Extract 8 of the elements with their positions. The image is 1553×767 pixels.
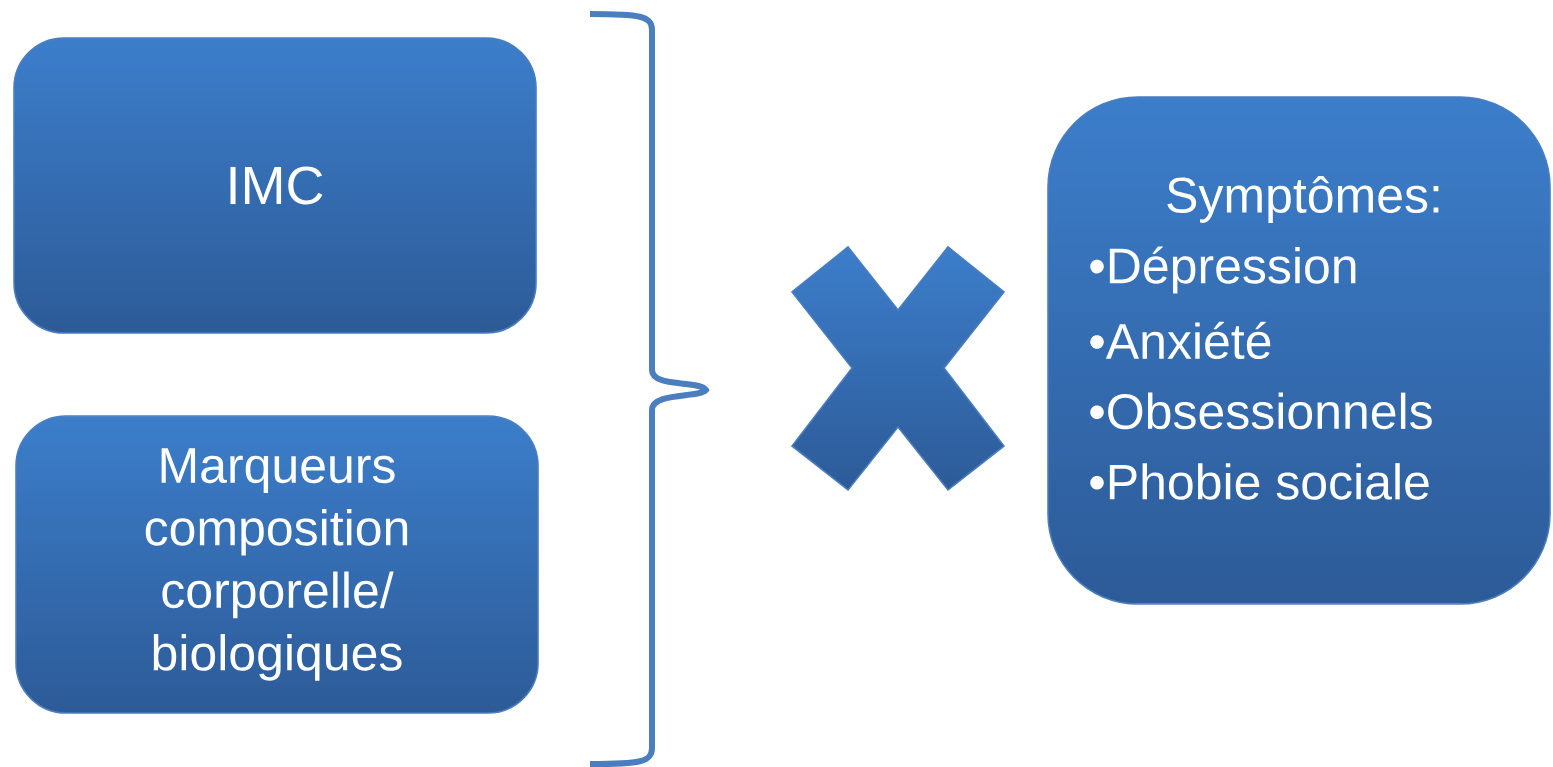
heading: Symptômes: bbox=[1167, 176, 1439, 223]
list-item: •Dépression bbox=[1090, 246, 1356, 294]
rounded-box: IMC bbox=[13, 37, 537, 334]
list-item: •Anxiété bbox=[1090, 321, 1271, 360]
rounded-box: Marqueurs composition corporelle/ biologiques bbox=[15, 415, 539, 714]
list-item: •Obsessionnels bbox=[1090, 392, 1432, 430]
cross-shape bbox=[790, 245, 1006, 492]
list-item: •Phobie sociale bbox=[1090, 463, 1429, 500]
